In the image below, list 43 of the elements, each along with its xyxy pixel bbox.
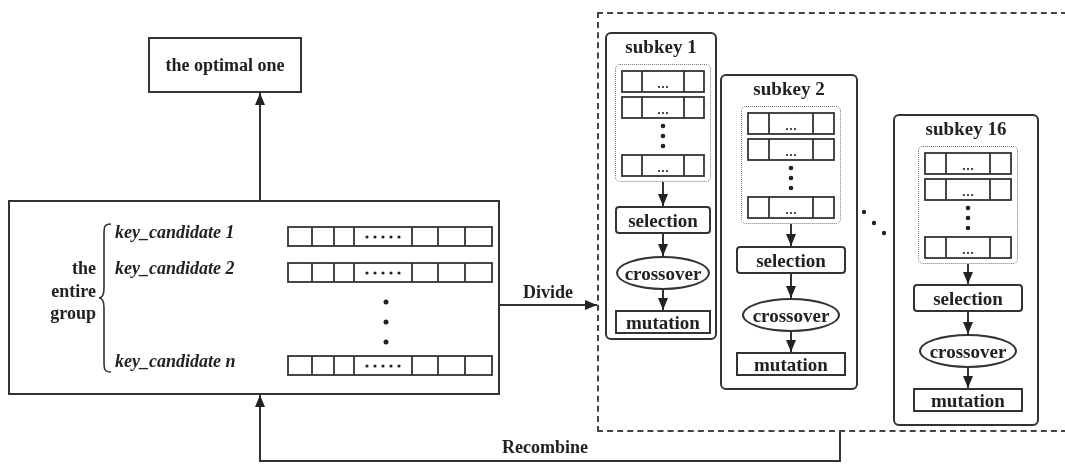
key-candidate-label: key_candidate n — [115, 352, 236, 372]
step-label: mutation — [754, 354, 828, 374]
arrow — [255, 92, 265, 201]
arrow — [658, 289, 668, 311]
subkey-title: subkey 16 — [924, 119, 1008, 140]
edge-label: Recombine — [500, 438, 590, 456]
mutation-box — [615, 310, 711, 334]
subkey-panel — [605, 32, 717, 340]
arrow — [658, 181, 668, 207]
selection-box — [615, 206, 711, 234]
subkey-panel — [720, 74, 858, 390]
step-label: selection — [756, 250, 826, 270]
selection-box — [913, 284, 1023, 312]
dashed-group-frame — [597, 12, 1065, 432]
step-label: mutation — [626, 312, 700, 332]
subkey-panel — [893, 114, 1039, 426]
step-label: crossover — [624, 263, 702, 283]
mutation-box — [913, 388, 1023, 412]
arrow — [963, 263, 973, 285]
arrow — [499, 300, 598, 310]
edge-label: Divide — [521, 283, 575, 301]
arrow — [786, 273, 796, 299]
step-label: crossover — [929, 341, 1007, 361]
arrow — [963, 311, 973, 335]
subkey-title: subkey 2 — [752, 79, 826, 100]
arrow — [786, 223, 796, 247]
step-label: selection — [628, 210, 698, 230]
arrow — [786, 331, 796, 353]
step-label: selection — [933, 288, 1003, 308]
arrow — [255, 394, 841, 462]
group-label: the entire group — [49, 257, 96, 325]
arrow — [658, 233, 668, 257]
result-box — [148, 37, 302, 93]
step-label: crossover — [752, 305, 830, 325]
selection-box — [736, 246, 846, 274]
key-candidate-label: key_candidate 2 — [115, 259, 235, 279]
step-label: the optimal one — [165, 56, 285, 74]
subkey-title: subkey 1 — [624, 37, 698, 58]
step-label: mutation — [931, 390, 1005, 410]
population-box — [8, 200, 500, 395]
mutation-box — [736, 352, 846, 376]
key-candidate-label: key_candidate 1 — [115, 223, 235, 243]
arrow — [963, 367, 973, 389]
